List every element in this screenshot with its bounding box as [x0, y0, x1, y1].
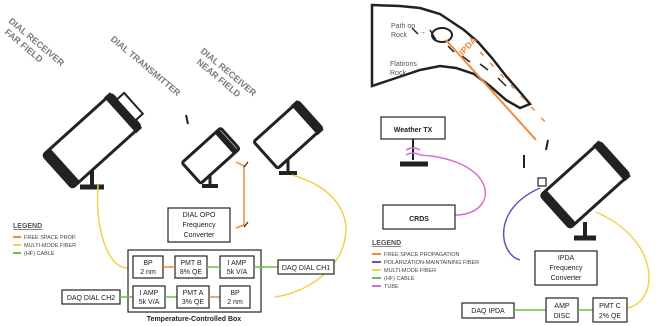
svg-text:IPDA: IPDA [558, 255, 575, 262]
daq1-box: DAQ DIAL CH1 [277, 259, 335, 275]
enclosure [127, 249, 262, 313]
svg-text:Weather TX: Weather TX [394, 127, 433, 134]
flatirons-rock: Path on Rock → Flatirons Rock [370, 3, 533, 110]
tube-path [419, 154, 487, 216]
svg-text:PMT A: PMT A [183, 290, 204, 297]
pm-fiber [503, 187, 541, 261]
daq2-box: DAQ DIAL CH2 [61, 289, 121, 305]
svg-text:PMT C: PMT C [599, 303, 621, 310]
svg-text:Frequency: Frequency [182, 222, 216, 229]
svg-text:2% QE: 2% QE [599, 313, 622, 320]
svg-text:(HF) CABLE: (HF) CABLE [384, 276, 415, 282]
svg-text:DAQ DIAL CH1: DAQ DIAL CH1 [282, 265, 330, 272]
svg-text:AMP: AMP [554, 303, 570, 310]
bp1-box: BP 2 nm [132, 255, 164, 279]
svg-text:BP: BP [230, 290, 240, 297]
right-legend: LEGEND FREE SPACE PROPAGATION POLARIZATI… [372, 240, 479, 290]
ipda-converter-box: IPDA Frequency Converter [534, 250, 598, 286]
svg-text:LEGEND: LEGEND [13, 223, 42, 230]
svg-text:CRDS: CRDS [409, 216, 429, 223]
svg-text:BP: BP [143, 260, 153, 267]
crds-box: CRDS [382, 204, 456, 230]
svg-text:3% QE: 3% QE [182, 299, 205, 306]
svg-text:(HF) CABLE: (HF) CABLE [24, 251, 55, 257]
svg-text:Converter: Converter [551, 275, 582, 282]
left-legend: LEGEND FREE SPACE PROP. MULTI-MODE FIBER… [13, 223, 77, 257]
ipda-return-beam [479, 51, 549, 126]
svg-text:5k V/A: 5k V/A [227, 269, 248, 276]
weather-tx-box: Weather TX [380, 116, 446, 140]
pmtb-box: PMT B 8% QE [174, 255, 208, 279]
svg-text:DIAL TRANSMITTER: DIAL TRANSMITTER [109, 34, 183, 98]
svg-text:2 nm: 2 nm [140, 269, 156, 276]
pmtc-box: PMT C 2% QE [592, 297, 628, 323]
label-transmitter: DIAL TRANSMITTER [109, 34, 183, 98]
label-near-field: DIAL RECEIVER NEAR FIELD [195, 46, 259, 100]
iamp1-box: I AMP 5k V/A [219, 255, 255, 279]
svg-text:Frequency: Frequency [549, 265, 583, 272]
free-space-path [235, 161, 245, 229]
svg-text:DAQ IPDA: DAQ IPDA [471, 308, 505, 315]
svg-text:Flatirons: Flatirons [390, 61, 417, 68]
ipda-beam [445, 39, 537, 141]
svg-text:TUBE: TUBE [384, 284, 399, 290]
svg-text:8% QE: 8% QE [180, 269, 203, 276]
svg-text:FREE SPACE PROP.: FREE SPACE PROP. [24, 235, 77, 241]
svg-text:LEGEND: LEGEND [372, 240, 401, 247]
svg-text:Converter: Converter [184, 232, 215, 239]
far-field-telescope [42, 91, 145, 190]
svg-text:DIAL OPO: DIAL OPO [183, 212, 216, 219]
fiber-near-field [274, 174, 347, 298]
svg-text:FREE SPACE PROPAGATION: FREE SPACE PROPAGATION [384, 252, 460, 258]
svg-text:Rock: Rock [391, 32, 407, 39]
svg-text:POLARIZATION-MAINTAINING FIBER: POLARIZATION-MAINTAINING FIBER [384, 260, 479, 266]
svg-text:5k V/A: 5k V/A [139, 299, 160, 306]
svg-text:Path on: Path on [391, 23, 415, 30]
bp2-box: BP 2 nm [219, 285, 251, 309]
svg-text:DAQ DIAL CH2: DAQ DIAL CH2 [67, 295, 115, 302]
svg-text:MULTI-MODE FIBER: MULTI-MODE FIBER [24, 243, 76, 249]
near-field-telescope [252, 100, 324, 175]
svg-text:PMT B: PMT B [180, 260, 202, 267]
amp-disc-box: AMP DISC [545, 297, 579, 323]
iamp2-box: I AMP 5k V/A [132, 285, 166, 309]
pmta-box: PMT A 3% QE [176, 285, 210, 309]
fiber-ipda [595, 211, 650, 309]
label-far-field: DIAL RECEIVER FAR FIELD [3, 16, 67, 69]
svg-text:I AMP: I AMP [228, 260, 247, 267]
transmitter-telescope [181, 114, 241, 188]
svg-text:MULTI-MODE FIBER: MULTI-MODE FIBER [384, 268, 436, 274]
ipda-telescope [523, 139, 631, 241]
svg-text:I AMP: I AMP [140, 290, 159, 297]
fiber-far-field [96, 184, 130, 269]
svg-text:Rock: Rock [390, 70, 406, 77]
daq-ipda-box: DAQ IPDA [461, 302, 515, 319]
opo-box: DIAL OPO Frequency Converter [167, 207, 231, 243]
svg-text:DISC: DISC [554, 313, 571, 320]
svg-text:2 nm: 2 nm [227, 299, 243, 306]
svg-text:→: → [419, 29, 426, 36]
enclosure-label: Temperature-Controlled Box [147, 316, 241, 323]
